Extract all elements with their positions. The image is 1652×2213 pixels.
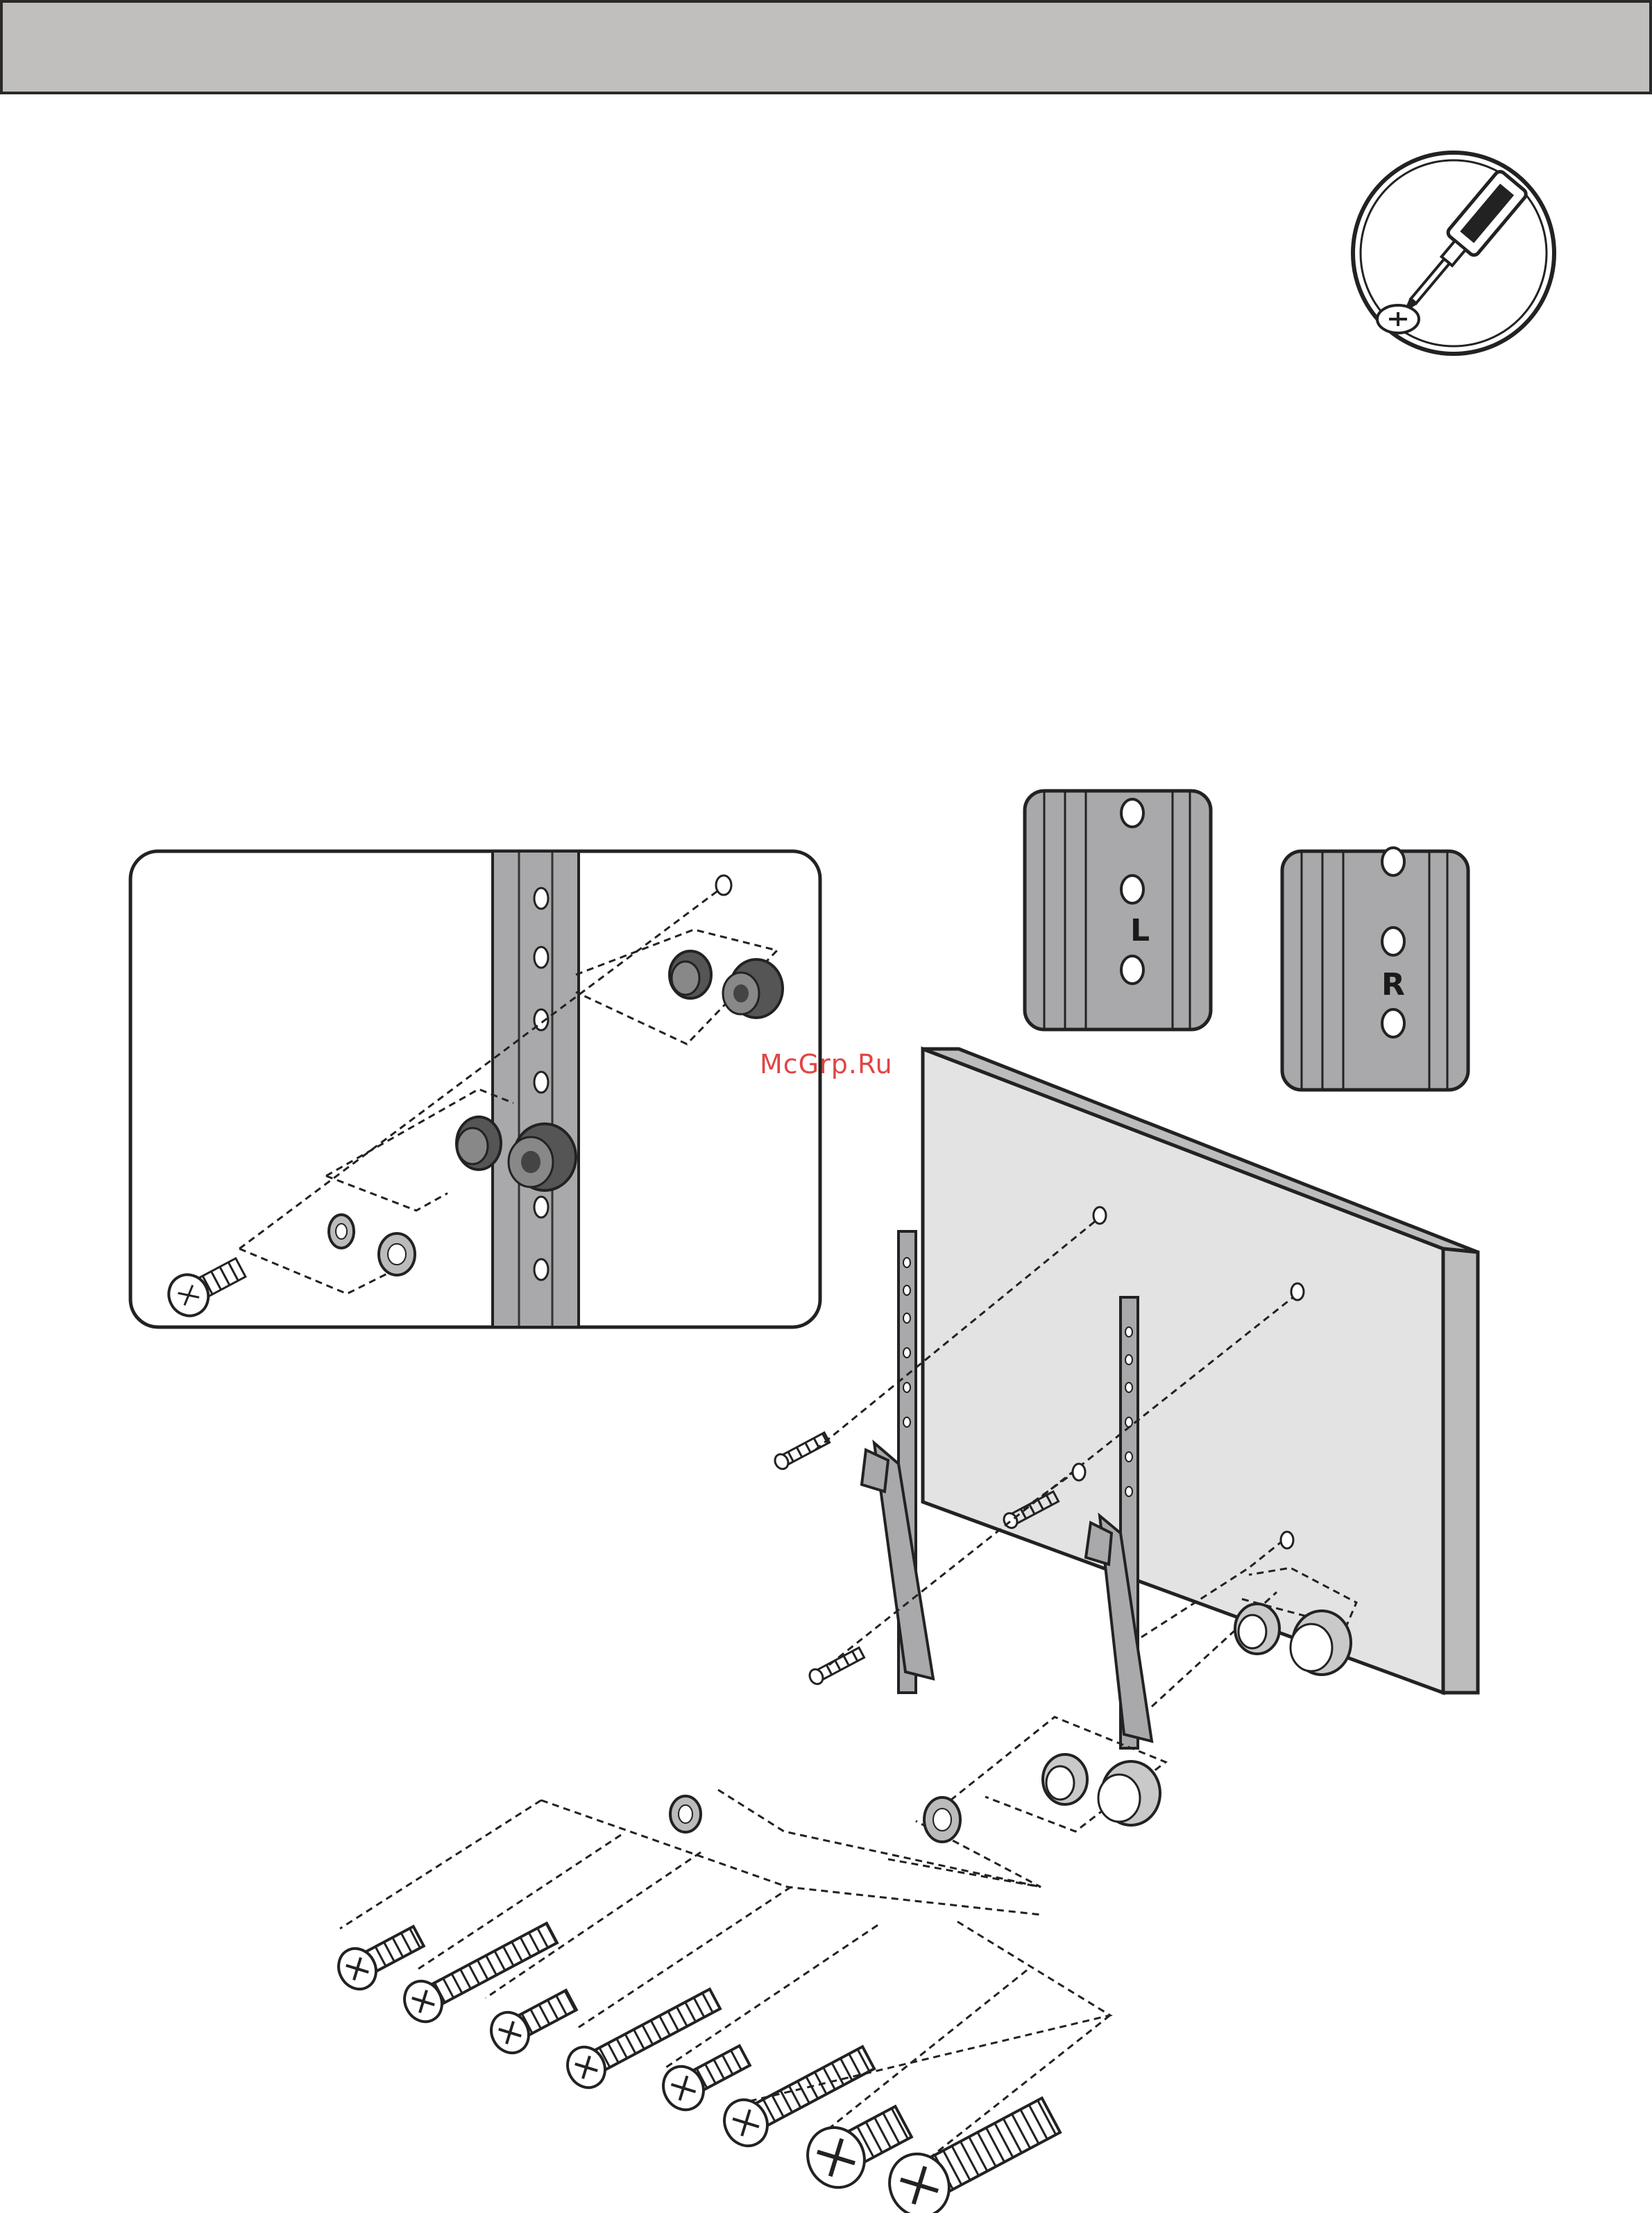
screw-icon [484, 1982, 581, 2060]
washer-icon [670, 1796, 960, 1842]
spacer-icon [1043, 1604, 1351, 1825]
bracket-left-detail: L [1025, 791, 1211, 1029]
screw-set [332, 1915, 1066, 2213]
bracket-label-left: L [1130, 913, 1150, 948]
phillips-screwdriver-icon [1353, 153, 1554, 354]
bracket-label-right: R [1381, 967, 1405, 1002]
watermark: McGrp.Ru [760, 1049, 893, 1079]
detail-inset-panel [130, 851, 820, 1327]
bracket-right-detail: R [1282, 848, 1468, 1090]
screw-icon [878, 2087, 1066, 2213]
